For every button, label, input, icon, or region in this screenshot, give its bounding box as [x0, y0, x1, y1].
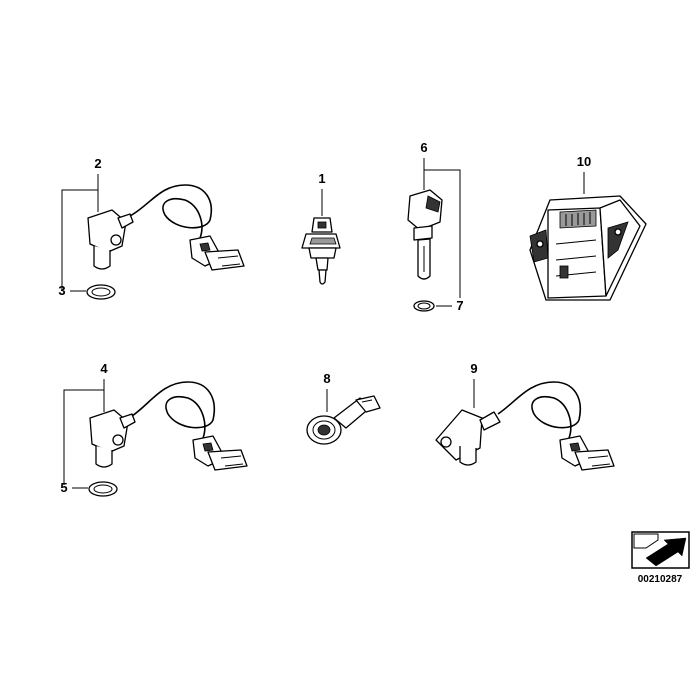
corner-fold-icon	[633, 533, 659, 549]
callout-8: 8	[323, 371, 330, 386]
camshaft-sensor-body	[89, 409, 129, 453]
callout-10: 10	[577, 154, 591, 169]
sensor-cable-4	[131, 381, 215, 439]
callout-4: 4	[100, 361, 108, 376]
seal-ring-3	[86, 284, 116, 300]
camshaft-sensor-assembly: 4 5	[60, 361, 248, 497]
arrow-icon	[645, 537, 687, 567]
seal-ring-5	[88, 481, 118, 497]
seal-ring-7	[413, 300, 435, 312]
callout-5: 5	[60, 480, 67, 495]
temperature-sensor-assembly: 1	[301, 171, 341, 285]
callout-1: 1	[318, 171, 325, 186]
oil-level-sensor-assembly: 6 7	[407, 140, 464, 313]
callout-9: 9	[470, 361, 477, 376]
sensor-cable-2	[129, 184, 212, 239]
reference-number: 00210287	[638, 574, 683, 585]
callout-3: 3	[58, 283, 65, 298]
crankshaft-sensor-body	[87, 209, 127, 253]
leader-line-2	[61, 174, 99, 290]
crankshaft-sensor-assembly: 2 3	[58, 156, 245, 300]
control-unit-assembly: 10	[529, 154, 647, 301]
leader-line-6	[423, 158, 461, 298]
knock-sensor-assembly: 8	[306, 371, 381, 445]
callout-7: 7	[456, 298, 463, 313]
sensor-cable-9	[497, 381, 581, 439]
leader-line-4	[63, 379, 105, 485]
callout-6: 6	[420, 140, 427, 155]
reference-badge: 00210287	[631, 531, 690, 585]
camshaft-sensor-9-assembly: 9	[435, 361, 615, 471]
callout-2: 2	[94, 156, 101, 171]
